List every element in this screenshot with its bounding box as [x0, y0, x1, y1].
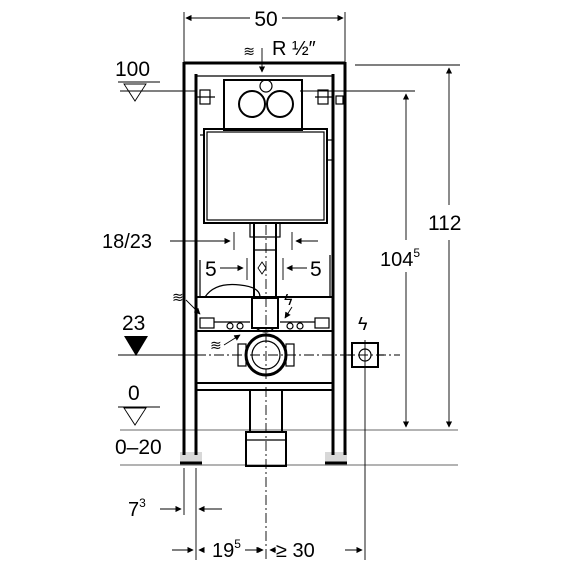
label-depth-19-sup: 5 [234, 537, 241, 551]
lightning-icon-right: ϟ [358, 314, 368, 334]
dim-pipe-spacing: 18/23 [102, 231, 318, 253]
actuator-opening [223, 79, 303, 131]
label-height-100: 100 [115, 58, 150, 81]
dim-flush-height: 1045 [380, 93, 420, 428]
svg-text:1045: 1045 [380, 246, 420, 271]
label-flush-height-sup: 5 [413, 246, 420, 260]
label-width-top: 50 [254, 8, 277, 31]
label-depth-7-sup: 3 [139, 496, 146, 510]
dim-offsets: 5 5 [205, 258, 322, 281]
label-depth-19: 19 [212, 540, 234, 562]
frame [180, 61, 347, 465]
water-wave-icon-lower: ≋ [210, 337, 222, 353]
top-valves [196, 89, 344, 105]
label-pipe-spacing: 18/23 [102, 231, 152, 253]
floor-zones [120, 429, 458, 466]
label-depth-7: 7 [128, 499, 139, 521]
dim-frame-height: 112 [428, 67, 461, 428]
label-offset-right: 5 [310, 258, 322, 281]
svg-text:73: 73 [128, 496, 146, 521]
label-frame-height: 112 [428, 212, 461, 235]
mounting-rods [199, 255, 331, 333]
dim-depth-19: 195 [172, 537, 264, 562]
internal-icons: ≋ ≋ ϟ ϟ [172, 289, 368, 353]
cistern [200, 128, 333, 224]
dim-min-distance: ≥ 30 [269, 540, 363, 562]
lightning-icon-center: ϟ [284, 292, 293, 309]
label-floor-range: 0–20 [115, 436, 162, 459]
flush-pipe [249, 222, 281, 298]
label-min-distance: ≥ 30 [276, 540, 315, 562]
supply-connection: ≋ R ½″ [243, 38, 316, 73]
label-height-23: 23 [122, 312, 145, 335]
level-zero: 0 [118, 382, 160, 426]
label-supply: R ½″ [272, 38, 316, 60]
level-23: 23 [118, 312, 196, 356]
water-wave-icon-left: ≋ [172, 289, 184, 305]
reference-lines [120, 12, 460, 560]
water-wave-icon: ≋ [243, 43, 255, 59]
level-100: 100 [115, 58, 160, 102]
label-flush-height: 104 [380, 249, 413, 271]
label-offset-left: 5 [205, 258, 217, 281]
dim-depth-7: 73 [128, 496, 222, 521]
dim-width-top: 50 [185, 8, 344, 31]
svg-text:195: 195 [212, 537, 241, 562]
floor-range: 0–20 [115, 436, 162, 459]
label-floor-zero: 0 [128, 382, 140, 405]
